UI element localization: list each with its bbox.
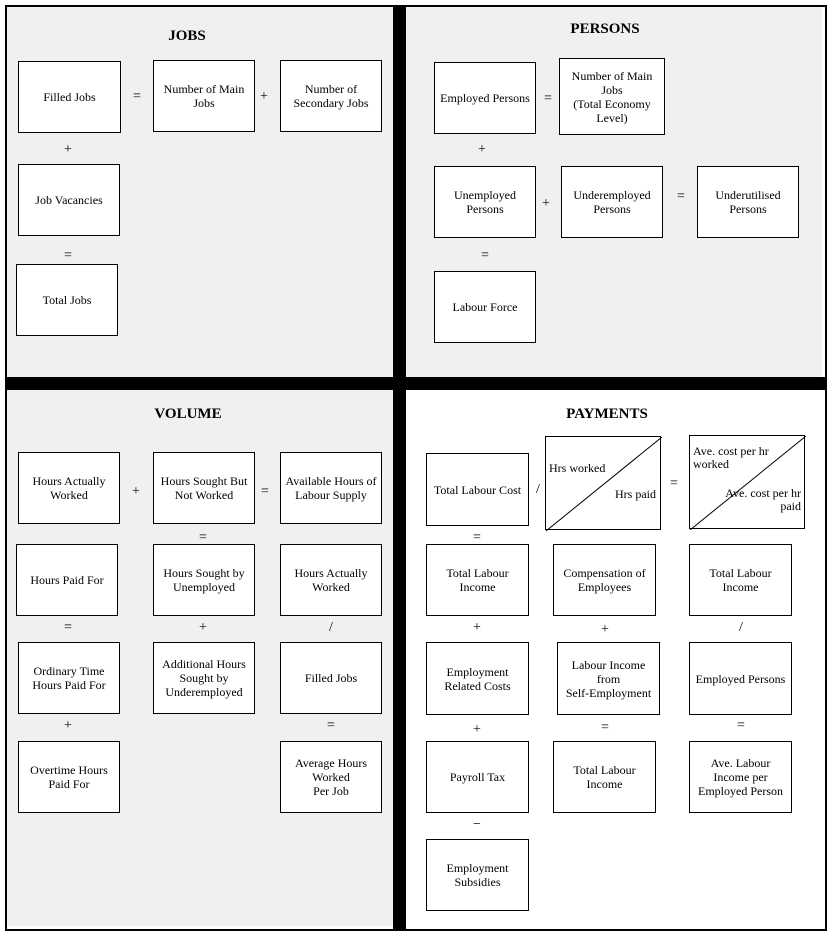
equals-op: = bbox=[601, 720, 609, 735]
overtime-hours-box: Overtime Hours Paid For bbox=[18, 741, 120, 813]
hours-ratio-box: Hrs worked Hrs paid bbox=[545, 436, 662, 531]
hours-actually-worked-box: Hours Actually Worked bbox=[18, 452, 120, 524]
hours-sought-not-worked-box: Hours Sought But Not Worked bbox=[153, 452, 255, 524]
divide-op: / bbox=[329, 620, 333, 635]
equals-op: = bbox=[199, 530, 207, 545]
employed-persons-box: Employed Persons bbox=[689, 642, 792, 715]
equals-op: = bbox=[133, 89, 141, 104]
hours-actually-worked-2-box: Hours Actually Worked bbox=[280, 544, 382, 616]
additional-hours-box: Additional Hours Sought by Underemployed bbox=[153, 642, 255, 714]
hrs-paid-label: Hrs paid bbox=[615, 487, 656, 501]
horizontal-divider bbox=[5, 377, 825, 390]
divide-op: / bbox=[739, 620, 743, 635]
unemployed-persons-box: Unemployed Persons bbox=[434, 166, 536, 238]
equals-op: = bbox=[737, 718, 745, 733]
plus-op: + bbox=[64, 142, 72, 157]
available-hours-box: Available Hours of Labour Supply bbox=[280, 452, 382, 524]
diagonal-line bbox=[546, 437, 662, 531]
equals-op: = bbox=[473, 530, 481, 545]
total-labour-income-box: Total Labour Income bbox=[689, 544, 792, 616]
labour-force-box: Labour Force bbox=[434, 271, 536, 343]
filled-jobs-box: Filled Jobs bbox=[18, 61, 121, 133]
main-jobs-total-box: Number of Main Jobs (Total Economy Level… bbox=[559, 58, 665, 135]
ave-cost-ratio-box: Ave. cost per hr worked Ave. cost per hr… bbox=[689, 435, 806, 530]
volume-title: VOLUME bbox=[154, 406, 222, 422]
equals-op: = bbox=[670, 476, 678, 491]
total-jobs-box: Total Jobs bbox=[16, 264, 118, 336]
payments-title: PAYMENTS bbox=[566, 406, 648, 422]
secondary-jobs-box: Number of Secondary Jobs bbox=[280, 60, 382, 132]
persons-title: PERSONS bbox=[570, 21, 640, 37]
plus-op: + bbox=[260, 89, 268, 104]
plus-op: + bbox=[473, 620, 481, 635]
equals-op: = bbox=[544, 91, 552, 106]
plus-op: + bbox=[542, 196, 550, 211]
plus-op: + bbox=[199, 620, 207, 635]
equals-op: = bbox=[677, 189, 685, 204]
plus-op: + bbox=[132, 484, 140, 499]
plus-op: + bbox=[478, 142, 486, 157]
payroll-tax-box: Payroll Tax bbox=[426, 741, 529, 813]
ave-cost-worked-label: Ave. cost per hr worked bbox=[693, 444, 769, 471]
equals-op: = bbox=[481, 248, 489, 263]
employment-subsidies-box: Employment Subsidies bbox=[426, 839, 529, 911]
hours-paid-for-box: Hours Paid For bbox=[16, 544, 118, 616]
plus-op: + bbox=[473, 722, 481, 737]
employed-persons-box: Employed Persons bbox=[434, 62, 536, 134]
compensation-box: Compensation of Employees bbox=[553, 544, 656, 616]
underemployed-persons-box: Underemployed Persons bbox=[561, 166, 663, 238]
equals-op: = bbox=[64, 620, 72, 635]
total-labour-income-box: Total Labour Income bbox=[553, 741, 656, 813]
labour-income-self-box: Labour Income from Self-Employment bbox=[557, 642, 660, 715]
vertical-divider bbox=[393, 5, 406, 929]
jobs-title: JOBS bbox=[168, 28, 206, 44]
underutilised-persons-box: Underutilised Persons bbox=[697, 166, 799, 238]
ave-labour-income-box: Ave. Labour Income per Employed Person bbox=[689, 741, 792, 813]
job-vacancies-box: Job Vacancies bbox=[18, 164, 120, 236]
diagonal-line bbox=[690, 436, 806, 530]
equals-op: = bbox=[64, 248, 72, 263]
hrs-worked-label: Hrs worked bbox=[549, 461, 606, 475]
filled-jobs-box: Filled Jobs bbox=[280, 642, 382, 714]
total-labour-income-box: Total Labour Income bbox=[426, 544, 529, 616]
average-hours-box: Average Hours Worked Per Job bbox=[280, 741, 382, 813]
employment-related-costs-box: Employment Related Costs bbox=[426, 642, 529, 715]
total-labour-cost-box: Total Labour Cost bbox=[426, 453, 529, 526]
minus-op: − bbox=[473, 817, 481, 832]
equals-op: = bbox=[327, 718, 335, 733]
ordinary-time-box: Ordinary Time Hours Paid For bbox=[18, 642, 120, 714]
hours-sought-unemployed-box: Hours Sought by Unemployed bbox=[153, 544, 255, 616]
equals-op: = bbox=[261, 484, 269, 499]
plus-op: + bbox=[601, 622, 609, 637]
main-jobs-box: Number of Main Jobs bbox=[153, 60, 255, 132]
ave-cost-paid-label: Ave. cost per hr paid bbox=[725, 486, 801, 513]
divide-op: / bbox=[536, 482, 540, 497]
plus-op: + bbox=[64, 718, 72, 733]
